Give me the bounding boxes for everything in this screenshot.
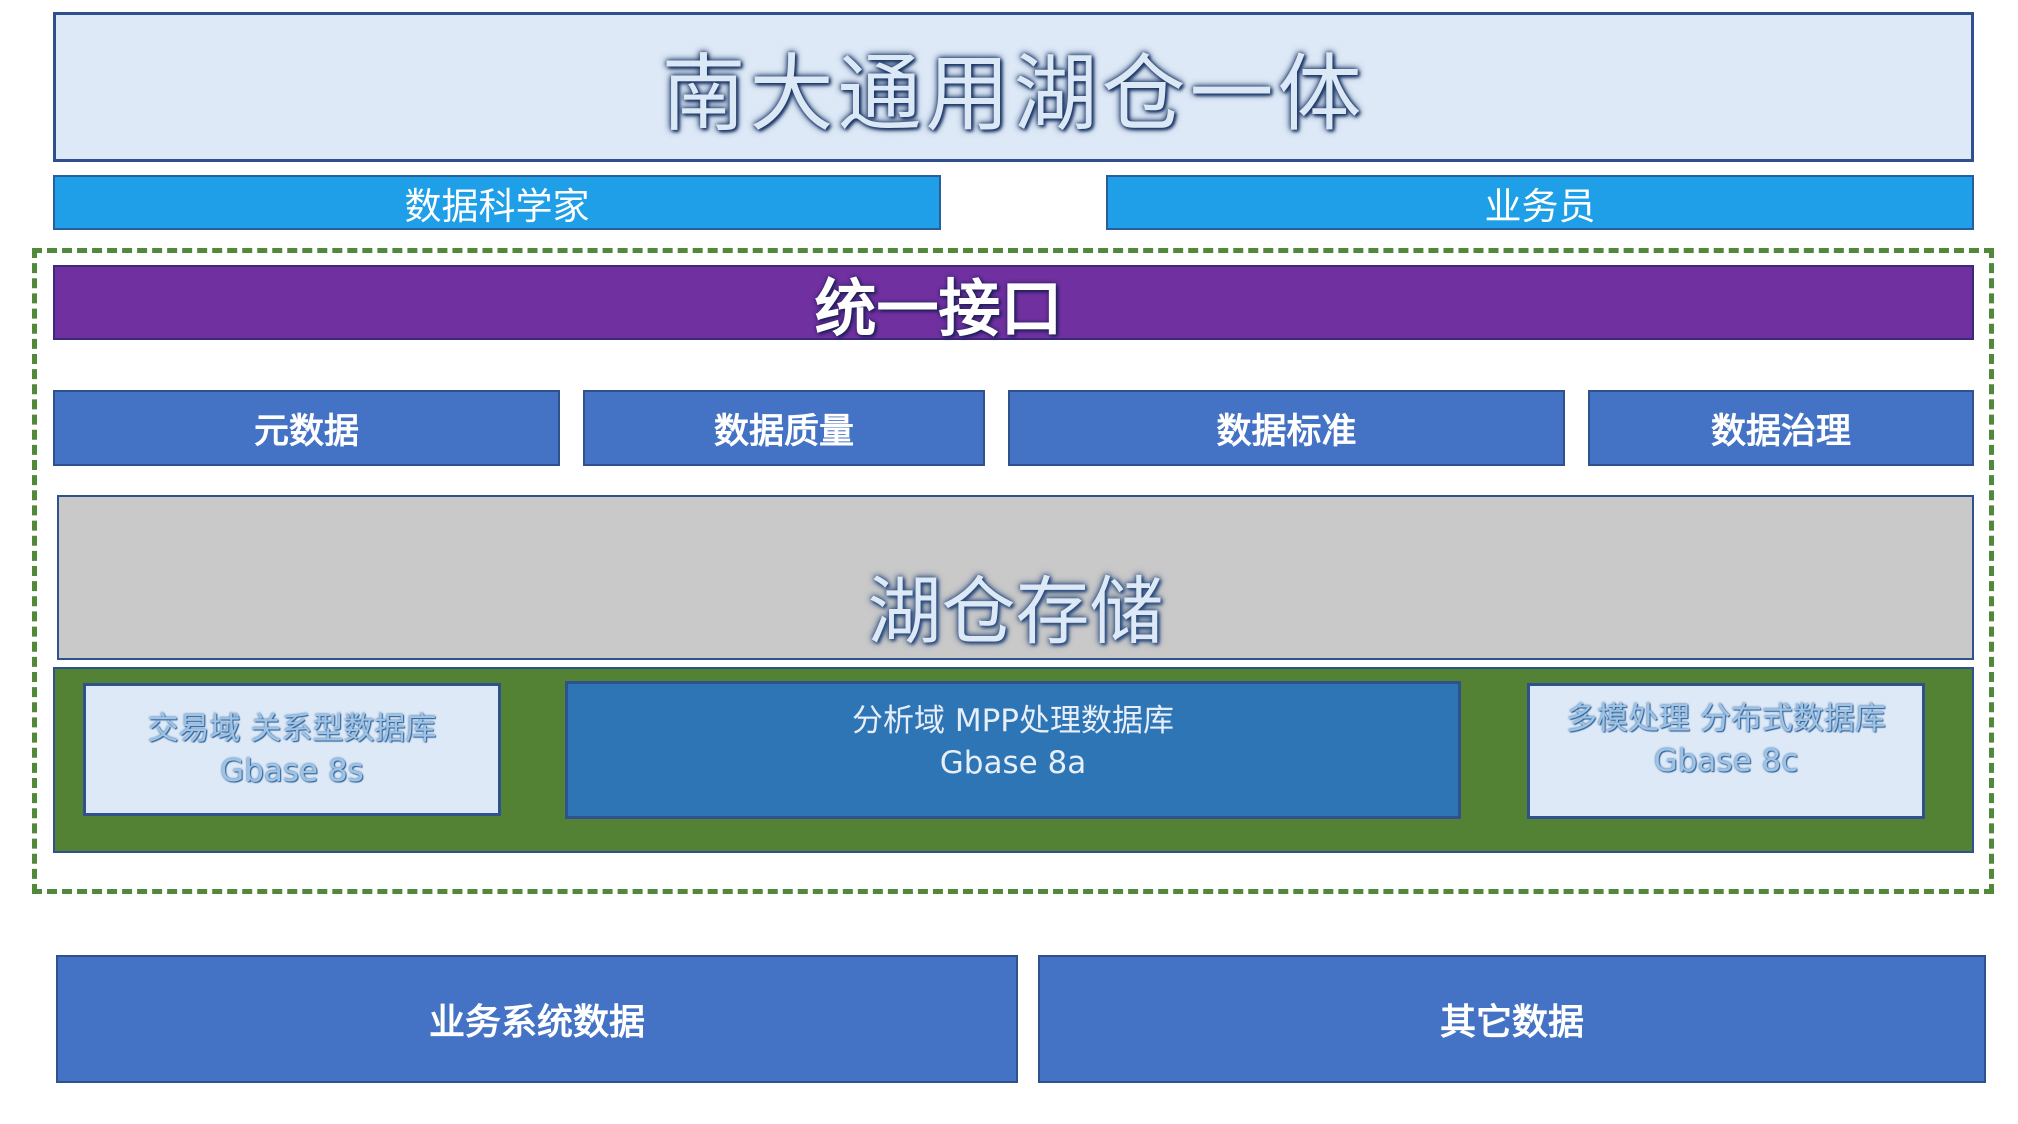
database-multimodel-product: Gbase 8c bbox=[1653, 743, 1799, 779]
governance-metadata: 元数据 bbox=[53, 390, 560, 466]
role-business-user: 业务员 bbox=[1106, 175, 1974, 230]
unified-interface-label: 统一接口 bbox=[814, 271, 1063, 345]
database-transactional: 交易域 关系型数据库 Gbase 8s bbox=[83, 683, 501, 816]
governance-data-management: 数据治理 bbox=[1588, 390, 1974, 466]
platform-title: 南大通用湖仓一体 bbox=[661, 44, 1366, 143]
database-analytical-product: Gbase 8a bbox=[939, 745, 1087, 781]
database-multimodel-desc: 多模处理 分布式数据库 bbox=[1566, 701, 1886, 737]
role-data-scientist: 数据科学家 bbox=[53, 175, 941, 230]
platform-title-banner: 南大通用湖仓一体 bbox=[53, 12, 1974, 162]
governance-data-standard: 数据标准 bbox=[1008, 390, 1565, 466]
source-business-system-data: 业务系统数据 bbox=[56, 955, 1018, 1083]
database-multimodel: 多模处理 分布式数据库 Gbase 8c bbox=[1527, 683, 1925, 819]
lakehouse-storage: 湖仓存储 bbox=[57, 495, 1974, 660]
governance-data-quality: 数据质量 bbox=[583, 390, 985, 466]
lakehouse-boundary-frame bbox=[32, 248, 1994, 894]
database-analytical-desc: 分析域 MPP处理数据库 bbox=[852, 703, 1174, 739]
unified-interface-bar: 统一接口 bbox=[53, 265, 1974, 345]
database-transactional-desc: 交易域 关系型数据库 bbox=[147, 711, 437, 747]
lakehouse-storage-label: 湖仓存储 bbox=[867, 569, 1164, 655]
source-other-data: 其它数据 bbox=[1038, 955, 1986, 1083]
database-analytical: 分析域 MPP处理数据库 Gbase 8a bbox=[565, 681, 1461, 819]
database-transactional-product: Gbase 8s bbox=[220, 753, 364, 789]
